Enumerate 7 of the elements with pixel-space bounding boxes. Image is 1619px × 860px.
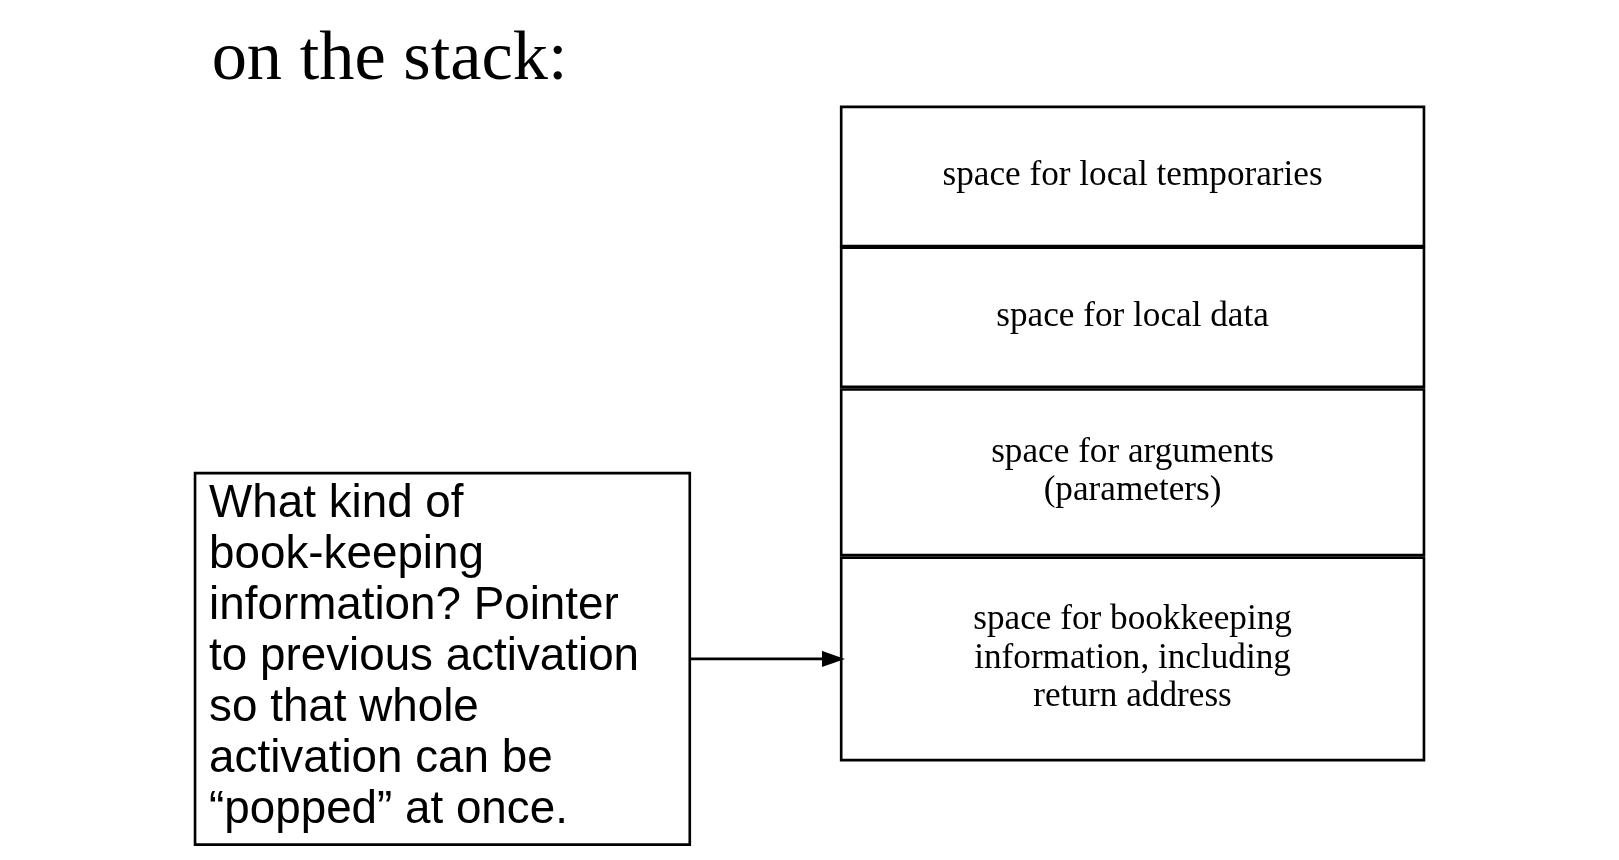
node-box: space for local data (839, 246, 1426, 389)
diagram-title: on the stack: (211, 15, 568, 94)
node-box: space for bookkeeping information, including return address (839, 556, 1426, 762)
node-box: space for arguments (parameters) (839, 388, 1426, 557)
node-box: space for local temporaries (839, 105, 1426, 248)
arrow (690, 650, 845, 667)
node-box: What kind of book-keeping information? Pointer to previous activation so that whole activation can be “popped” at once. (193, 471, 692, 846)
